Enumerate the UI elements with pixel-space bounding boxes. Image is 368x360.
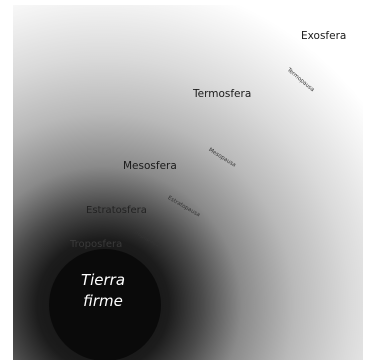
exosphere-label: Exosfera: [301, 30, 347, 42]
earth-label-line2: firme: [83, 292, 123, 310]
thermosphere-label: Termosfera: [193, 88, 252, 100]
earth-circle: [49, 249, 161, 360]
atmosphere-diagram: Exosfera Termosfera Mesosfera Estratosfe…: [13, 5, 363, 360]
earth-label-line1: Tierra: [80, 271, 126, 289]
atmosphere-gradient: [13, 5, 363, 360]
stratosphere-label: Estratosfera: [86, 205, 147, 216]
mesosphere-label: Mesosfera: [123, 160, 177, 172]
troposphere-label: Troposfera: [70, 239, 123, 250]
